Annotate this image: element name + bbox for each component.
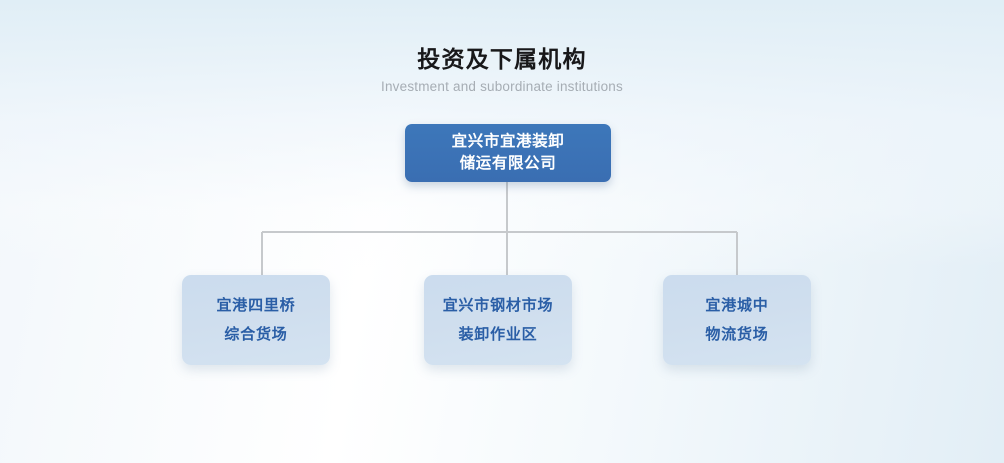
- org-node-child-3[interactable]: 宜港城中 物流货场: [663, 275, 811, 365]
- org-node-child-2[interactable]: 宜兴市钢材市场 装卸作业区: [424, 275, 572, 365]
- org-node-child-1[interactable]: 宜港四里桥 综合货场: [182, 275, 330, 365]
- page-subtitle: Investment and subordinate institutions: [381, 79, 623, 94]
- org-node-child-3-line-1: 宜港城中: [705, 297, 769, 314]
- org-node-root[interactable]: 宜兴市宜港装卸 储运有限公司: [405, 124, 611, 182]
- org-node-child-2-line-2: 装卸作业区: [458, 326, 538, 343]
- org-node-child-1-line-2: 综合货场: [224, 326, 288, 343]
- org-node-root-line-2: 储运有限公司: [459, 155, 557, 172]
- org-node-child-3-line-2: 物流货场: [705, 326, 769, 343]
- org-node-child-2-line-1: 宜兴市钢材市场: [442, 297, 554, 314]
- org-node-child-1-line-1: 宜港四里桥: [216, 297, 296, 314]
- org-node-root-line-1: 宜兴市宜港装卸: [451, 133, 565, 150]
- page-title: 投资及下属机构: [417, 46, 587, 72]
- page-heading: 投资及下属机构 Investment and subordinate insti…: [0, 44, 1004, 96]
